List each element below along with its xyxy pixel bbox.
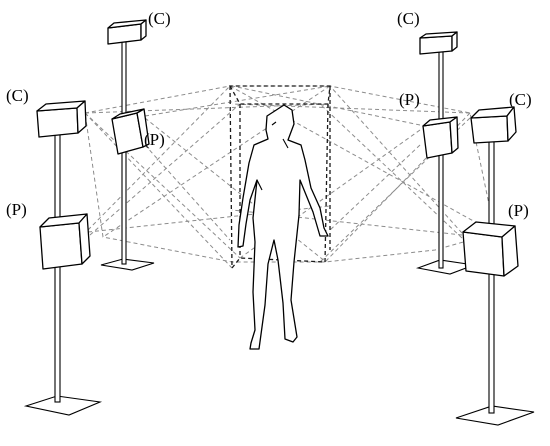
camera-box [419, 31, 458, 55]
ray [89, 103, 241, 236]
stand-base [23, 395, 103, 416]
ray [84, 103, 329, 114]
stand-base [100, 258, 155, 271]
camera-box [36, 100, 87, 138]
ray [329, 85, 463, 234]
ray [84, 112, 241, 259]
label-projector-right-back: (P) [399, 90, 420, 109]
label-camera-right-front: (C) [509, 90, 532, 109]
labels: (C) (P) (C) (P) (C) (P) (C) (P) [6, 9, 532, 220]
projector-box [111, 108, 150, 155]
ray [144, 144, 231, 241]
stand-right-front [455, 106, 535, 426]
ray [229, 85, 496, 234]
ray [319, 103, 463, 239]
person-silhouette [237, 104, 329, 350]
ray [231, 103, 471, 114]
ray [87, 85, 231, 231]
ray [144, 85, 331, 117]
ray [87, 205, 331, 233]
label-projector-left-front: (P) [6, 200, 27, 219]
projector-box [39, 213, 91, 270]
label-projector-right-front: (P) [508, 201, 529, 220]
camera-box [470, 106, 517, 144]
projector-box [422, 116, 459, 159]
label-projector-left-back: (P) [144, 130, 165, 149]
label-camera-right-back: (C) [397, 9, 420, 28]
stand-right-back [415, 31, 475, 275]
ray [84, 112, 233, 269]
stand-left-back [100, 19, 155, 271]
camera-box [107, 19, 147, 45]
ray [231, 85, 421, 126]
stand-left-front [23, 100, 103, 416]
ray [329, 144, 421, 231]
stand-pole [438, 51, 444, 269]
stand-pole [488, 139, 495, 414]
stand-base [455, 405, 535, 426]
person-figure [237, 104, 329, 350]
label-camera-left-front: (C) [6, 86, 29, 105]
projector-box [462, 221, 519, 277]
label-camera-left-back: (C) [148, 9, 171, 28]
